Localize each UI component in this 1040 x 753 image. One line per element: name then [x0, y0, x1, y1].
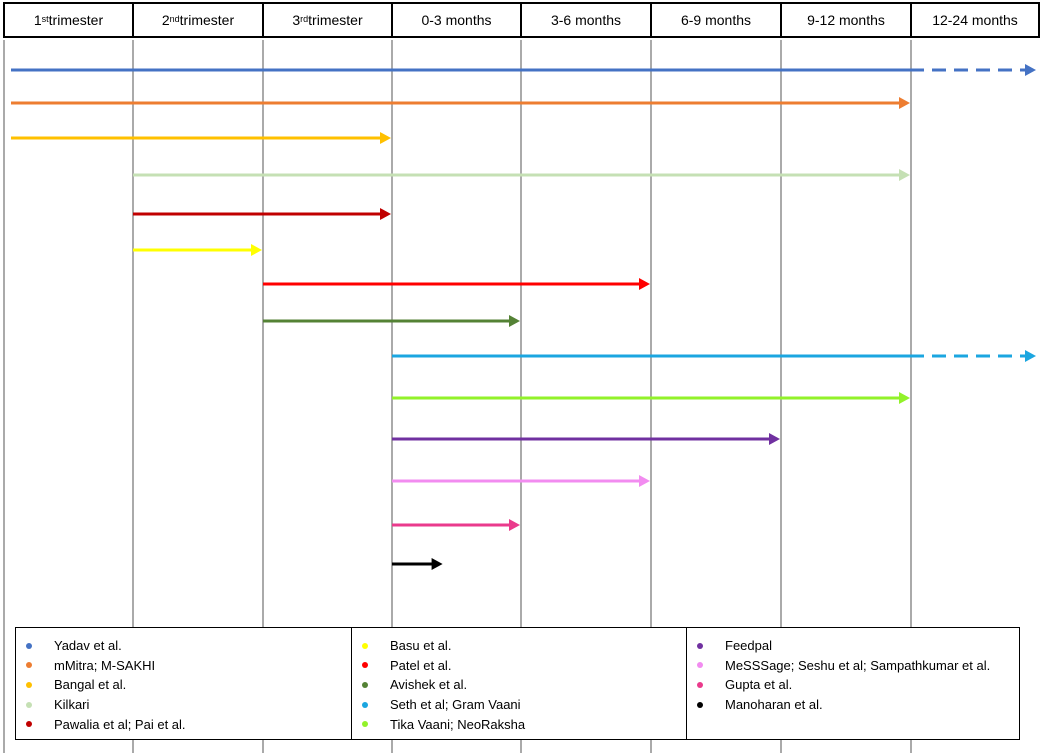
legend-dot-icon	[362, 721, 368, 728]
period-header-6: 6-9 months	[650, 2, 782, 38]
legend-item: Gupta et al.	[687, 675, 1021, 695]
program-arrow-head	[380, 208, 391, 220]
legend-item: Tika Vaani; NeoRaksha	[352, 714, 686, 734]
legend-label: Avishek et al.	[390, 677, 468, 693]
program-arrow-head	[380, 132, 391, 144]
legend-label: Bangal et al.	[54, 677, 127, 693]
legend-item: Bangal et al.	[16, 675, 351, 695]
legend-item: Basu et al.	[352, 636, 686, 656]
legend-label: Kilkari	[54, 697, 90, 713]
legend-item: MeSSSage; Seshu et al; Sampathkumar et a…	[687, 656, 1021, 676]
period-header-5: 3-6 months	[520, 2, 652, 38]
program-arrow	[392, 519, 520, 531]
legend-label: Feedpal	[725, 638, 772, 654]
period-label: 1	[33, 12, 42, 28]
legend-column: Basu et al. Patel et al. Avishek et al. Set…	[351, 628, 686, 739]
legend-item: Yadav et al.	[16, 636, 351, 656]
legend-label: Patel et al.	[390, 657, 452, 673]
legend-dot-icon	[362, 662, 368, 669]
legend-dot-icon	[26, 721, 32, 728]
program-arrow-head	[509, 519, 520, 531]
period-label: 3	[292, 12, 301, 28]
program-arrow-head	[1025, 64, 1036, 76]
program-arrow-head	[899, 97, 910, 109]
period-label: 12-24 months	[932, 12, 1018, 28]
period-label-suffix: trimester	[48, 12, 104, 28]
legend-item: Seth et al; Gram Vaani	[352, 695, 686, 715]
legend-dot-icon	[362, 701, 368, 708]
legend-dot-icon	[26, 701, 32, 708]
legend-dot-icon	[26, 662, 32, 669]
program-arrow	[392, 392, 910, 404]
legend-label: Pawalia et al; Pai et al.	[54, 716, 186, 732]
program-arrow-head	[1025, 350, 1036, 362]
program-arrow	[392, 475, 650, 487]
period-label-suffix: trimester	[308, 12, 363, 28]
legend-label: Manoharan et al.	[725, 697, 823, 713]
legend-dot-icon	[362, 642, 368, 649]
program-arrow	[263, 315, 520, 327]
program-arrow	[11, 132, 391, 144]
legend-label: mMitra; M-SAKHI	[54, 657, 156, 673]
period-header-8: 12-24 months	[910, 2, 1040, 38]
legend-label: Basu et al.	[390, 638, 452, 654]
legend-item: Feedpal	[687, 636, 1021, 656]
program-arrow-head	[899, 392, 910, 404]
program-arrow	[11, 64, 1036, 76]
program-arrow	[263, 278, 650, 290]
legend-item: Patel et al.	[352, 656, 686, 676]
period-label-ordinal: nd	[169, 14, 180, 24]
program-arrow	[133, 244, 262, 256]
program-arrow-head	[639, 475, 650, 487]
program-arrow	[392, 558, 443, 570]
period-label: 3-6 months	[550, 12, 622, 28]
program-arrow	[133, 169, 910, 181]
legend-label: Gupta et al.	[725, 677, 793, 693]
legend-item: Kilkari	[16, 695, 351, 715]
legend-label: MeSSSage; Seshu et al; Sampathkumar et a…	[725, 657, 991, 673]
program-arrow-head	[639, 278, 650, 290]
period-header-7: 9-12 months	[780, 2, 912, 38]
program-arrow-head	[431, 558, 443, 570]
legend: Yadav et al. mMitra; M-SAKHI Bangal et al.…	[15, 627, 1020, 740]
legend-dot-icon	[697, 642, 703, 649]
program-arrow	[133, 208, 391, 220]
period-header-4: 0-3 months	[391, 2, 522, 38]
legend-label: Seth et al; Gram Vaani	[390, 697, 521, 713]
period-label: 6-9 months	[680, 12, 752, 28]
program-arrow-head	[899, 169, 910, 181]
legend-column: Yadav et al. mMitra; M-SAKHI Bangal et al.…	[16, 628, 351, 739]
legend-dot-icon	[362, 681, 368, 688]
program-arrow	[11, 97, 910, 109]
program-arrow-head	[251, 244, 262, 256]
legend-dot-icon	[697, 681, 703, 688]
legend-label: Tika Vaani; NeoRaksha	[390, 716, 526, 732]
period-label: 9-12 months	[807, 12, 885, 28]
program-arrow-head	[769, 433, 780, 445]
period-label-suffix: trimester	[179, 12, 235, 28]
period-label: 0-3 months	[421, 12, 492, 28]
legend-item: Avishek et al.	[352, 675, 686, 695]
legend-label: Yadav et al.	[54, 638, 122, 654]
legend-dot-icon	[697, 701, 703, 708]
program-arrow	[392, 350, 1036, 362]
program-arrow-head	[509, 315, 520, 327]
program-arrow	[392, 433, 780, 445]
program-arrows	[11, 64, 1036, 570]
legend-item: Pawalia et al; Pai et al.	[16, 714, 351, 734]
legend-dot-icon	[697, 662, 703, 669]
legend-dot-icon	[26, 681, 32, 688]
legend-dot-icon	[26, 642, 32, 649]
legend-item: Manoharan et al.	[687, 695, 1021, 715]
period-label-ordinal: st	[41, 14, 49, 24]
period-label: 2	[161, 12, 170, 28]
legend-item: mMitra; M-SAKHI	[16, 656, 351, 676]
period-label-ordinal: rd	[300, 14, 309, 24]
